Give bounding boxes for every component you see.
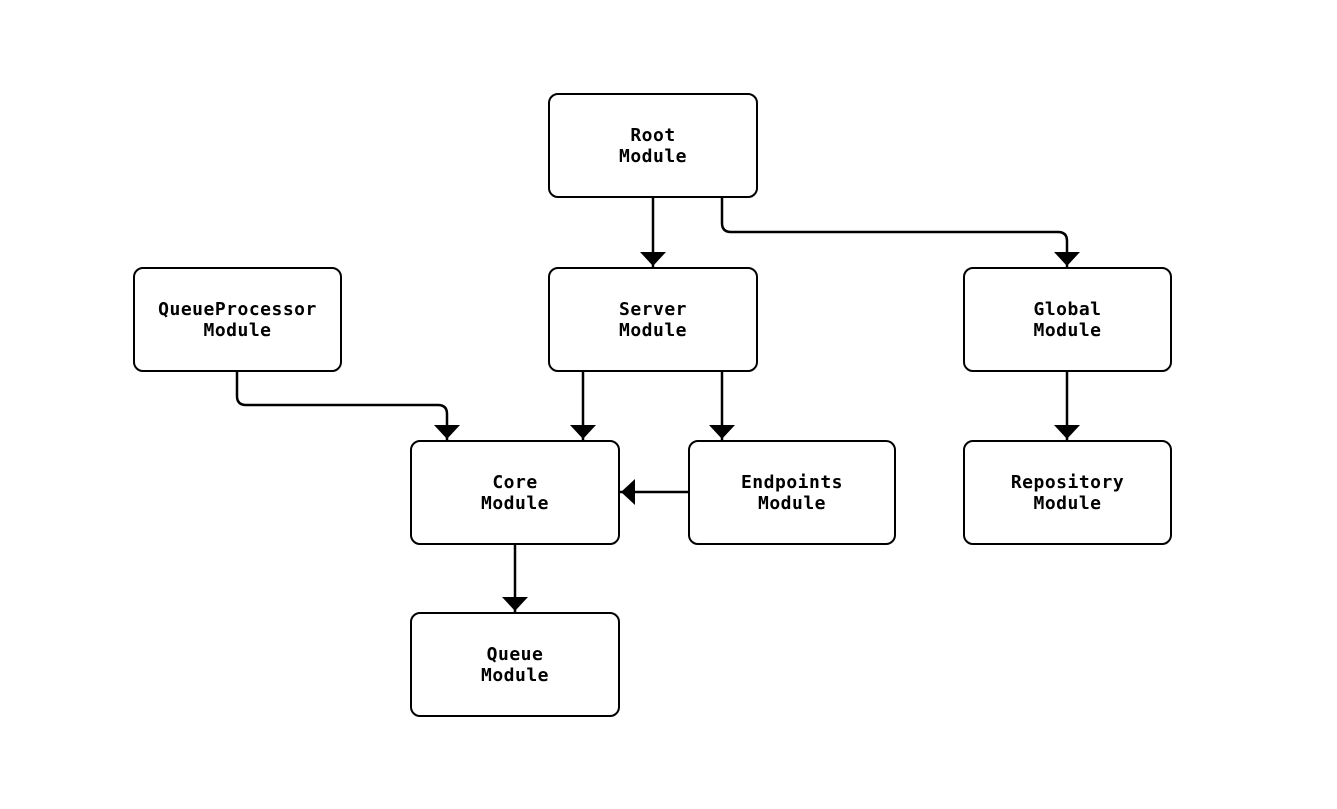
node-server-module: Server Module bbox=[548, 267, 758, 372]
node-label-line: Module bbox=[1033, 492, 1102, 514]
node-queueprocessor-module: QueueProcessor Module bbox=[133, 267, 342, 372]
node-label-line: Root bbox=[630, 124, 676, 146]
node-label-line: Server bbox=[618, 298, 688, 320]
node-label-line: Module bbox=[757, 492, 827, 514]
node-core-module: Core Module bbox=[410, 440, 620, 545]
node-root-module: Root Module bbox=[548, 93, 758, 198]
node-label-line: Module bbox=[480, 664, 550, 686]
node-queue-module: Queue Module bbox=[410, 612, 620, 717]
edge-queueprocessor-to-core bbox=[235, 370, 460, 441]
node-global-module: Global Module bbox=[963, 267, 1172, 372]
node-label-line: Core bbox=[492, 471, 538, 493]
node-label-line: QueueProcessor bbox=[158, 298, 317, 320]
edge-root-to-global bbox=[720, 196, 1080, 268]
node-label-line: Repository bbox=[1010, 471, 1125, 493]
node-label-line: Global bbox=[1033, 298, 1102, 320]
node-label-line: Endpoints bbox=[740, 471, 844, 493]
node-label-line: Module bbox=[618, 145, 688, 167]
node-label-line: Module bbox=[618, 319, 688, 341]
node-repository-module: Repository Module bbox=[963, 440, 1172, 545]
node-label-line: Module bbox=[1033, 319, 1102, 341]
node-endpoints-module: Endpoints Module bbox=[688, 440, 896, 545]
node-label-line: Module bbox=[203, 319, 272, 341]
node-label-line: Module bbox=[480, 492, 550, 514]
node-label-line: Queue bbox=[486, 643, 544, 665]
